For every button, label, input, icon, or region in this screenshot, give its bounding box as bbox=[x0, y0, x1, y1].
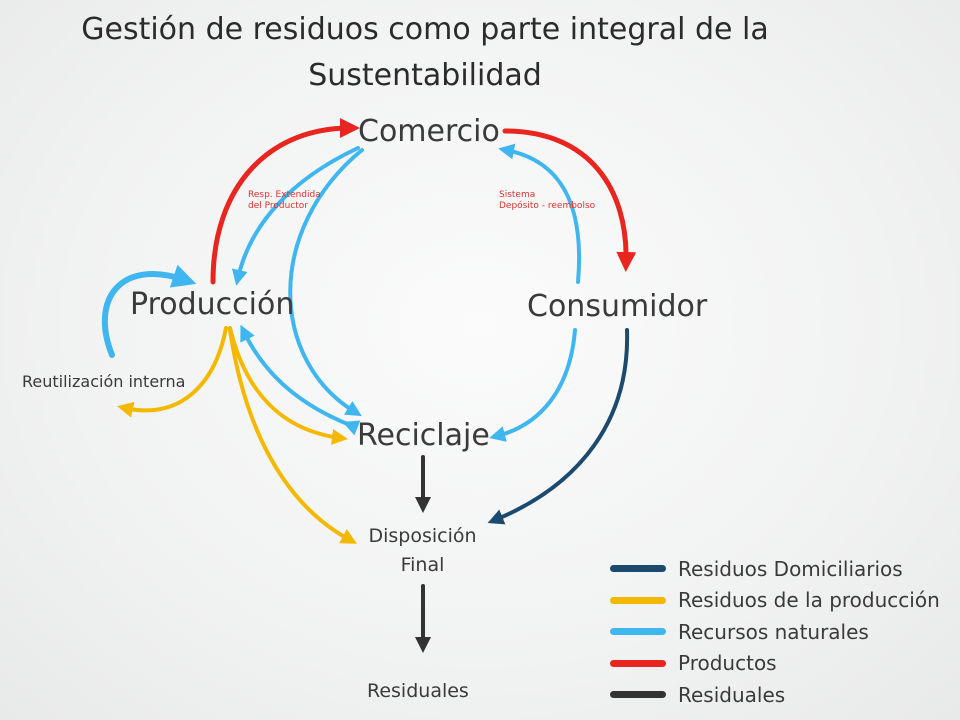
legend: Residuos Domiciliarios Residuos de la pr… bbox=[610, 553, 955, 711]
legend-label: Residuos de la producción bbox=[678, 588, 940, 613]
legend-item-productos: Productos bbox=[610, 648, 955, 680]
arrow-comercio-to-consumidor bbox=[502, 128, 637, 272]
arrow-reciclaje-produccion bbox=[240, 324, 361, 436]
legend-item-domiciliarios: Residuos Domiciliarios bbox=[610, 553, 955, 585]
arrow-consumidor-to-comercio bbox=[498, 143, 581, 284]
legend-swatch bbox=[610, 628, 666, 636]
arrow-reutilizacion-loop bbox=[101, 264, 197, 358]
node-disposicion-line-1: Disposición bbox=[368, 525, 477, 547]
node-consumidor: Consumidor bbox=[527, 289, 708, 324]
arrow-consumidor-to-reciclaje bbox=[489, 328, 577, 442]
node-disposicion-final: Disposición Final bbox=[355, 525, 490, 576]
legend-label: Productos bbox=[678, 651, 777, 676]
legend-item-naturales: Recursos naturales bbox=[610, 616, 955, 648]
node-residuales: Residuales bbox=[367, 680, 469, 702]
page-title-line-1: Gestión de residuos como parte integral … bbox=[81, 12, 769, 47]
legend-swatch bbox=[610, 596, 666, 604]
node-reutilizacion-interna: Reutilización interna bbox=[22, 372, 186, 391]
arrow-consumidor-to-disposicion bbox=[487, 328, 630, 525]
legend-swatch bbox=[610, 691, 666, 699]
arrow-produccion-to-comercio bbox=[210, 118, 360, 285]
arrow-produccion-to-reciclaje bbox=[228, 326, 348, 445]
legend-label: Residuales bbox=[678, 682, 786, 707]
annotation-sistema-deposito: Sistema Depósito - reembolso bbox=[499, 190, 596, 211]
node-reciclaje: Reciclaje bbox=[357, 418, 490, 453]
node-comercio: Comercio bbox=[358, 114, 500, 149]
node-disposicion-line-2: Final bbox=[400, 554, 445, 576]
legend-label: Residuos Domiciliarios bbox=[678, 556, 903, 581]
legend-swatch bbox=[610, 659, 666, 667]
legend-item-produccion: Residuos de la producción bbox=[610, 585, 955, 617]
legend-swatch bbox=[610, 565, 666, 573]
page-title-line-2: Sustentabilidad bbox=[308, 58, 542, 93]
arrow-comercio-to-produccion bbox=[231, 146, 360, 286]
node-produccion: Producción bbox=[130, 287, 295, 322]
legend-label: Recursos naturales bbox=[678, 619, 869, 644]
arrow-produccion-to-reutilizacion bbox=[117, 326, 228, 418]
arrow-produccion-to-disposicion bbox=[228, 328, 358, 544]
annotation-resp-extendida: Resp. Extendida del Productor bbox=[248, 190, 321, 211]
legend-item-residuales: Residuales bbox=[610, 679, 955, 711]
